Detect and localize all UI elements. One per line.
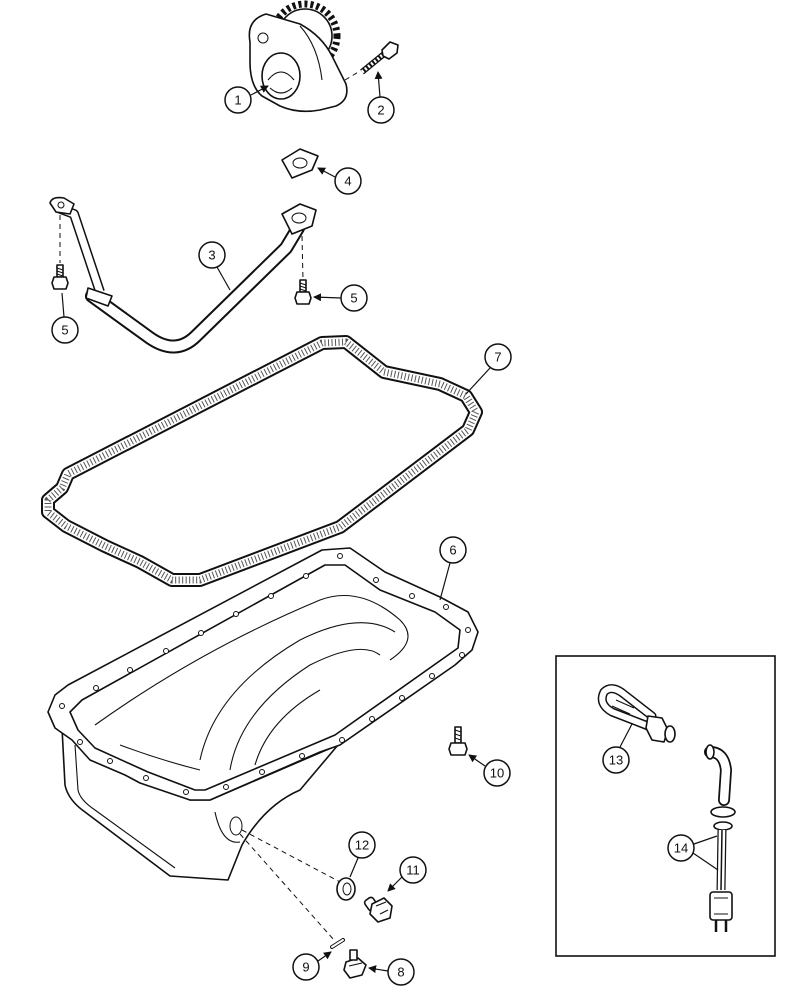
pump-bolt <box>344 41 399 81</box>
callout-6-label: 6 <box>449 543 456 558</box>
callout-14: 14 <box>667 834 719 871</box>
callout-11-label: 11 <box>406 863 420 878</box>
pan-bolt-holes <box>59 553 471 795</box>
drain-plug-washer <box>336 877 356 901</box>
callout-6: 6 <box>439 536 467 601</box>
oil-pan <box>47 547 479 941</box>
callout-11: 11 <box>387 856 427 892</box>
callout-5-left-label: 5 <box>61 323 68 338</box>
tube-bolt-left <box>51 264 69 290</box>
oil-level-sensor <box>343 949 367 979</box>
callout-7: 7 <box>465 343 512 395</box>
callout-12-label: 12 <box>355 838 369 853</box>
tube-bolt-right <box>294 279 312 305</box>
callout-7-label: 7 <box>494 350 501 365</box>
dowel-pin <box>330 938 345 949</box>
callout-12: 12 <box>348 831 376 878</box>
callout-5-left: 5 <box>51 292 79 344</box>
callout-4: 4 <box>317 167 362 195</box>
callout-14-label: 14 <box>674 841 688 856</box>
callout-5-right: 5 <box>313 284 368 312</box>
callout-9: 9 <box>292 951 332 981</box>
callout-9-label: 9 <box>302 960 309 975</box>
heater-cord <box>704 744 736 932</box>
callout-10-label: 10 <box>490 766 504 781</box>
callout-13: 13 <box>602 723 633 774</box>
oil-pan-heater <box>597 684 676 743</box>
callout-10: 10 <box>468 754 511 787</box>
drain-plug <box>363 896 393 923</box>
pan-bolt <box>448 726 468 756</box>
callout-2: 2 <box>367 71 395 124</box>
callout-3: 3 <box>198 241 231 291</box>
callout-5-right-label: 5 <box>350 291 357 306</box>
oil-pan-gasket <box>41 335 483 587</box>
callout-2-label: 2 <box>377 103 384 118</box>
oil-pickup-tube <box>49 196 317 354</box>
oil-pump <box>248 0 348 113</box>
callout-4-label: 4 <box>344 174 351 189</box>
callout-8: 8 <box>368 958 415 986</box>
callout-8-label: 8 <box>397 965 404 980</box>
inset-panel <box>555 655 776 957</box>
callout-13-label: 13 <box>609 753 623 768</box>
callout-1: 1 <box>224 85 269 114</box>
callout-3-label: 3 <box>208 248 215 263</box>
callout-1-label: 1 <box>234 93 241 108</box>
pickup-gasket <box>281 148 319 179</box>
